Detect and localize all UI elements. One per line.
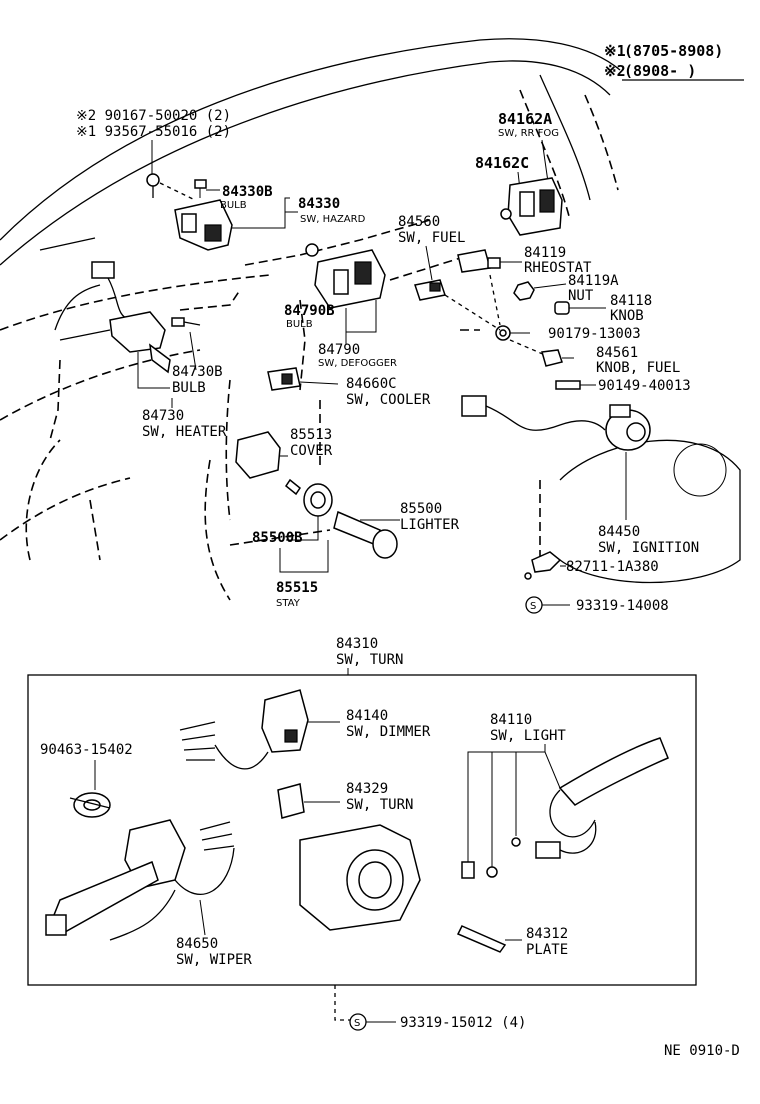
nut-icon: [513, 281, 535, 301]
turn-switch-assembly-box: [27, 674, 697, 986]
part-84329-number: 84329: [346, 781, 388, 797]
code2-range: (8908- ): [624, 62, 696, 80]
part-84118-number: 84118: [610, 293, 652, 309]
standard-part-icon: S: [349, 1013, 367, 1031]
part-84140-name: SW, DIMMER: [346, 724, 431, 740]
plate-part: [456, 925, 507, 953]
part-84162C-number: 84162C: [475, 154, 529, 172]
diagram-code: NE 0910-D: [664, 1043, 740, 1059]
part-84329-name: SW, TURN: [346, 797, 413, 813]
part-85515-name: STAY: [276, 598, 301, 609]
part-84140-number: 84140: [346, 708, 388, 724]
part-84790-number: 84790: [318, 342, 360, 358]
part-84312-number: 84312: [526, 926, 568, 942]
screw-icon: [146, 173, 160, 198]
part-85500-name: LIGHTER: [400, 517, 460, 533]
bulb-icon: [305, 243, 319, 257]
wiper-switch-part: [45, 819, 235, 941]
bulb-icon: [194, 179, 207, 198]
part-84330-number: 84330: [298, 196, 340, 212]
light-switch-part: [535, 737, 669, 859]
part-84330B-number: 84330B: [222, 184, 273, 200]
part-93319-15012-number: 93319-15012 (4): [400, 1015, 526, 1031]
part-82711-number: 82711-1A380: [566, 559, 659, 575]
part-84330-name: SW, HAZARD: [300, 214, 366, 225]
knob-icon: [554, 301, 570, 315]
bracket-icon: [524, 551, 562, 580]
part-85515-number: 85515: [276, 580, 318, 596]
turn-switch-body-part: [299, 824, 421, 931]
part-84650-number: 84650: [176, 936, 218, 952]
part-90463-number: 90463-15402: [40, 742, 133, 758]
code2-mark: ※2: [604, 62, 626, 80]
screw-icon: [500, 208, 512, 220]
part-84119-name: RHEOSTAT: [524, 260, 592, 276]
part-84650-name: SW, WIPER: [176, 952, 252, 968]
part-84790B-name: BULB: [286, 319, 313, 330]
part-84450-number: 84450: [598, 524, 640, 540]
screw-icon: [461, 837, 521, 879]
part-84730-number: 84730: [142, 408, 184, 424]
part-84110-name: SW, LIGHT: [490, 728, 566, 744]
part-84110-number: 84110: [490, 712, 532, 728]
standard-part-mark: S: [354, 1018, 360, 1029]
lighter-socket-part: [284, 478, 333, 517]
part-84560-name: SW, FUEL: [398, 230, 465, 246]
part-84660C-name: SW, COOLER: [346, 392, 431, 408]
screw-icon: [555, 380, 581, 390]
standard-part-mark: S: [530, 601, 536, 612]
part-90179-number: 90179-13003: [548, 326, 641, 342]
washer-icon: [495, 325, 511, 341]
lighter-part: [333, 510, 398, 559]
rheostat-part: [457, 249, 501, 273]
standard-part-icon: S: [525, 596, 543, 614]
part-84450-name: SW, IGNITION: [598, 540, 699, 556]
part-84119A-name: NUT: [568, 288, 594, 304]
part-84119A-number: 84119A: [568, 273, 619, 289]
part-84730B-number: 84730B: [172, 364, 223, 380]
part-84119-number: 84119: [524, 245, 566, 261]
turn-switch-small-part: [277, 783, 305, 819]
clamp-icon: [69, 792, 111, 818]
part-84162A-number: 84162A: [498, 110, 552, 128]
part-84730B-name: BULB: [172, 380, 206, 396]
part-84162A-name: SW, RR FOG: [498, 128, 559, 139]
part-84310-name: SW, TURN: [336, 652, 403, 668]
part-84310-number: 84310: [336, 636, 378, 652]
lighter-cover-part: [235, 431, 281, 479]
part-85500B-number: 85500B: [252, 530, 303, 546]
bolt-ref-2: ※1 93567-55016 (2): [76, 124, 231, 140]
cooler-switch-part: [267, 367, 301, 391]
part-90149-number: 90149-40013: [598, 378, 691, 394]
part-84790-name: SW, DEFOGGER: [318, 358, 397, 369]
part-85500-number: 85500: [400, 501, 442, 517]
part-85513-name: COVER: [290, 443, 333, 459]
dashboard-outline: [0, 38, 621, 601]
part-84790B-number: 84790B: [284, 303, 335, 319]
part-84660C-number: 84660C: [346, 376, 397, 392]
code1-mark: ※1: [604, 42, 626, 60]
part-84312-name: PLATE: [526, 942, 568, 958]
part-84330B-name: BULB: [220, 200, 247, 211]
part-84561-number: 84561: [596, 345, 638, 361]
heater-switch-part: [91, 261, 171, 374]
dimmer-switch-part: [179, 689, 309, 770]
part-84118-name: KNOB: [610, 308, 644, 324]
rr-fog-switch-part: [507, 177, 563, 236]
part-93319-14008-number: 93319-14008: [576, 598, 669, 614]
part-84730-name: SW, HEATER: [142, 424, 227, 440]
part-85513-number: 85513: [290, 427, 332, 443]
bulb-icon: [171, 317, 201, 327]
code1-range: (8705-8908): [624, 42, 723, 60]
bolt-ref-1: ※2 90167-50020 (2): [76, 108, 231, 124]
ignition-switch-part: [461, 395, 741, 584]
fuel-knob-icon: [541, 349, 563, 367]
fuel-switch-part: [414, 279, 446, 301]
part-84560-number: 84560: [398, 214, 440, 230]
part-84561-name: KNOB, FUEL: [596, 360, 680, 376]
defogger-switch-part: [314, 249, 386, 309]
hazard-switch-part: [174, 199, 233, 251]
